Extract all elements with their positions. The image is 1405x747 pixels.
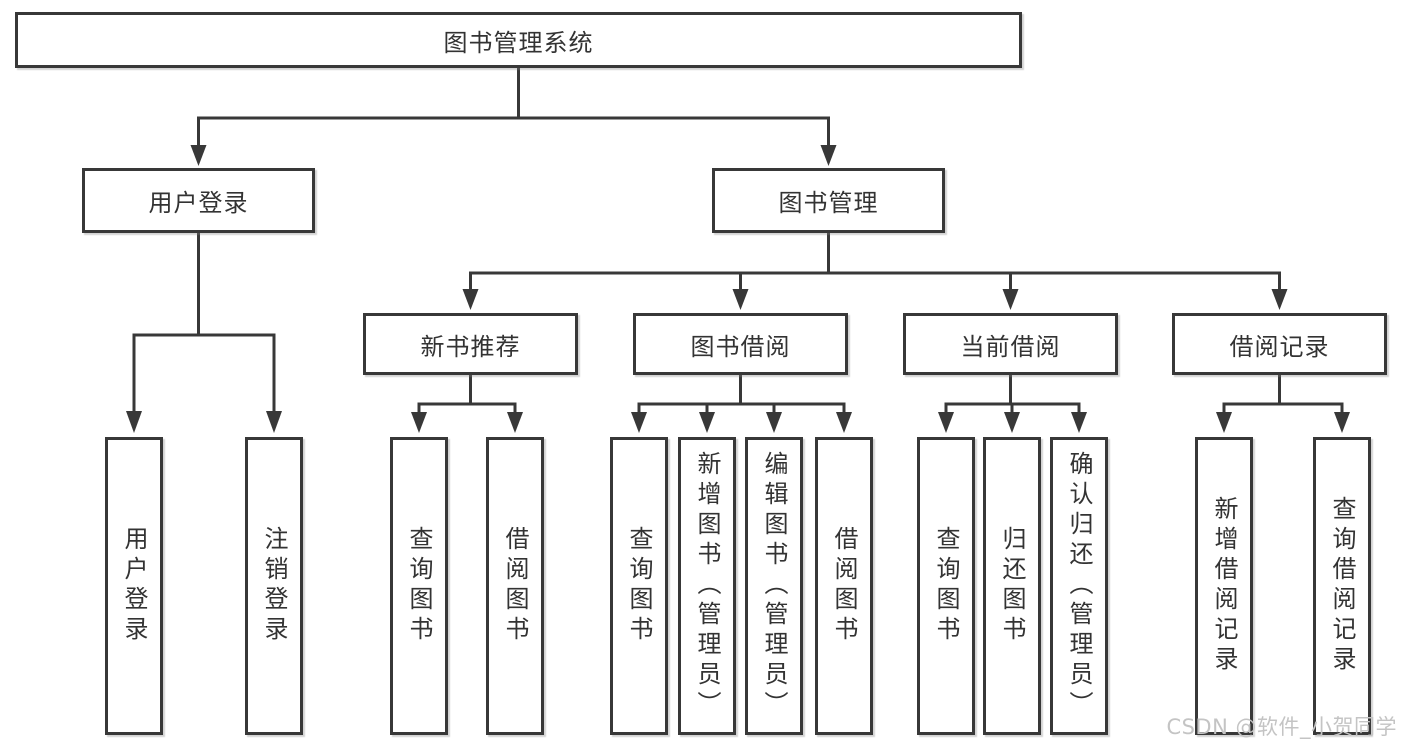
leaf-query-books-recommend: 查询图书 [390,437,448,735]
leaf-edit-book-admin: 编辑图书（管理员） [745,437,803,735]
node-book-management: 图书管理 [712,168,945,233]
leaf-borrow-books-borrowing: 借阅图书 [815,437,873,735]
node-book-borrowing: 图书借阅 [633,313,848,375]
node-new-book-recommend: 新书推荐 [363,313,578,375]
node-current-borrowing: 当前借阅 [903,313,1118,375]
leaf-add-book-admin: 新增图书（管理员） [678,437,736,735]
leaf-borrow-books-recommend: 借阅图书 [486,437,544,735]
leaf-return-books: 归还图书 [983,437,1041,735]
node-user-login: 用户登录 [82,168,315,233]
node-borrowing-records: 借阅记录 [1172,313,1387,375]
leaf-query-books-current: 查询图书 [917,437,975,735]
leaf-query-borrow-record: 查询借阅记录 [1313,437,1371,735]
leaf-add-borrow-record: 新增借阅记录 [1195,437,1253,735]
leaf-confirm-return-admin: 确认归还（管理员） [1050,437,1108,735]
leaf-logout: 注销登录 [245,437,303,735]
leaf-query-books-borrowing: 查询图书 [610,437,668,735]
leaf-user-login: 用户登录 [105,437,163,735]
node-library-management-system: 图书管理系统 [15,12,1022,68]
